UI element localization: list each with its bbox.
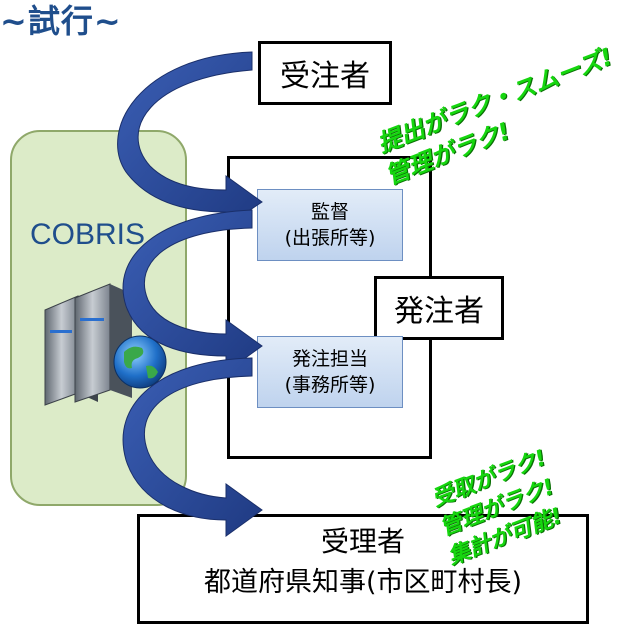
order-staff-line1: 発注担当 — [291, 348, 368, 370]
page-title: ~試行~ — [0, 2, 122, 40]
supervisor-line1: 監督 — [310, 201, 349, 223]
supervisor-line2: (出張所等) — [284, 227, 376, 249]
arrow-supervisor-to-order-staff — [122, 209, 263, 373]
order-staff-box: 発注担当 (事務所等) — [257, 336, 403, 408]
supervisor-box: 監督 (出張所等) — [257, 189, 403, 261]
contractor-box: 受注者 — [258, 41, 392, 105]
order-staff-line2: (事務所等) — [284, 374, 376, 396]
orderer-label-box: 発注者 — [374, 276, 504, 340]
server-globe-icon — [44, 283, 167, 406]
arrow-contractor-to-supervisor — [117, 51, 263, 227]
receiver-line2: 都道府県知事(市区町村長) — [203, 567, 523, 598]
arrow-order-staff-to-receiver — [122, 357, 263, 537]
receiver-line1: 受理者 — [320, 525, 405, 558]
flow-arrows — [117, 51, 263, 537]
cobris-label: COBRIS — [30, 218, 146, 251]
